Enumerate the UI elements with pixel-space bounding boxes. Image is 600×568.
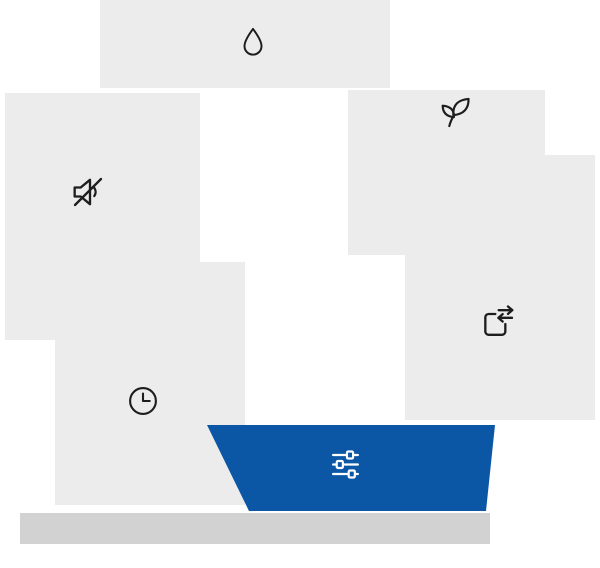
water-drop-icon: [236, 20, 270, 64]
settings-sliders-icon: [328, 447, 363, 482]
remote-transfer-icon: [477, 301, 517, 342]
settings-accent-shape: [207, 425, 495, 511]
volume-mute-icon: [68, 172, 108, 212]
base-bar: [20, 513, 490, 544]
delay-timer-clock-icon: [125, 383, 161, 419]
eco-leaves-icon: [436, 94, 474, 131]
panel-clock: [55, 262, 245, 505]
panel-remote: [405, 155, 595, 420]
